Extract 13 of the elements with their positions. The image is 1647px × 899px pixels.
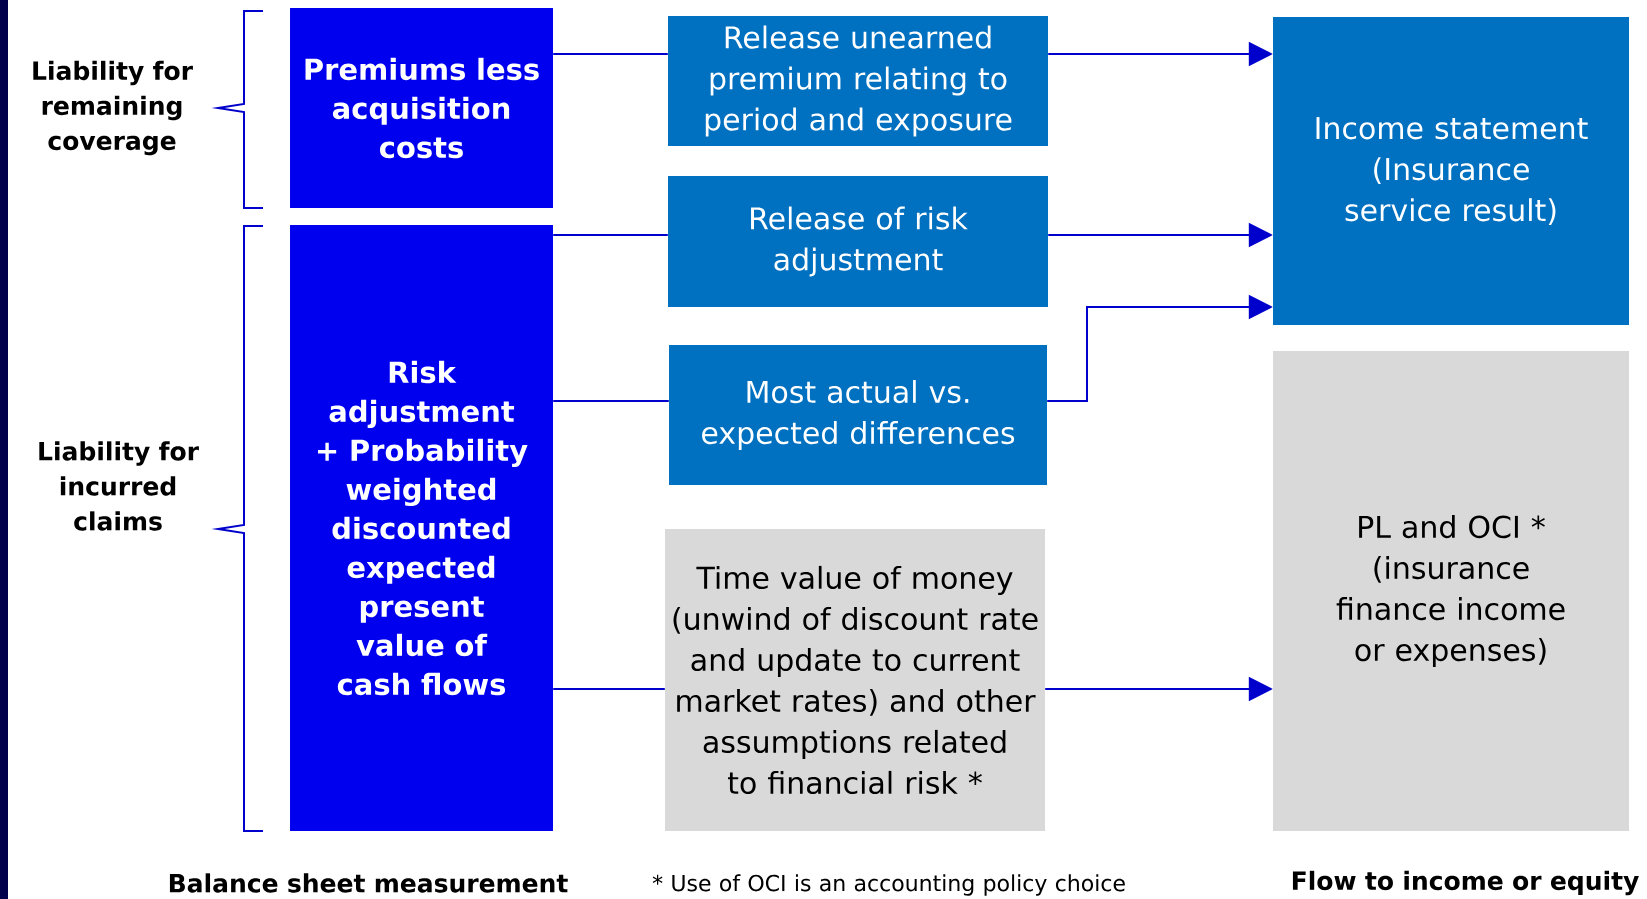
process-box: PL and OCI * (insurance finance income or expenses) <box>1273 351 1629 831</box>
side-label: Liability for remaining coverage <box>33 60 193 156</box>
process-box: Release of risk adjustment <box>668 176 1048 307</box>
process-box: Risk adjustment + Probability weighted discounted expected present value of cash flows <box>290 225 553 831</box>
process-box: Premiums less acquisition costs <box>290 8 553 208</box>
process-box: Income statement (Insurance service result) <box>1273 17 1629 325</box>
column-caption: Balance sheet measurement <box>169 873 568 893</box>
side-label: Liability for incurred claims <box>39 441 199 531</box>
column-caption: Flow to income or equity <box>1292 870 1639 896</box>
process-box: Release unearned premium relating to period and exposure <box>668 16 1048 146</box>
process-box: Most actual vs. expected differences <box>669 345 1047 485</box>
footnote: * Use of OCI is an accounting policy choice <box>652 874 1125 896</box>
process-box: Time value of money (unwind of discount rate and update to current market rates) and other assumptions related to financial risk * <box>665 529 1045 831</box>
